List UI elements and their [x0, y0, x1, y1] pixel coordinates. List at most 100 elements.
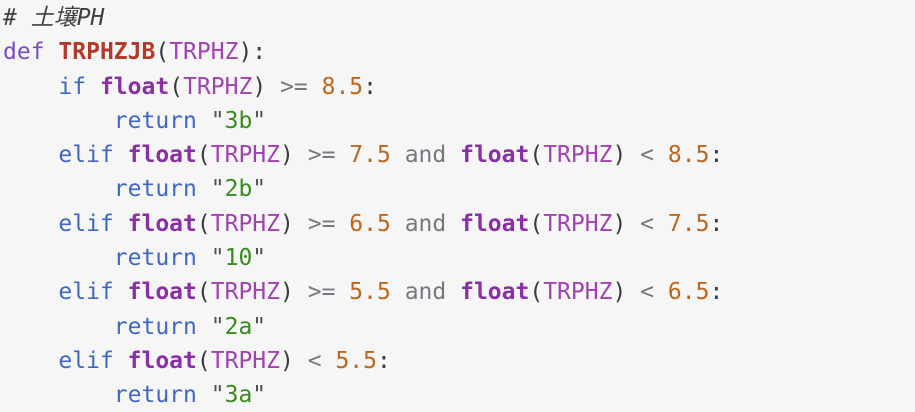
- code-token-plain: [294, 279, 308, 305]
- code-token-builtin: float: [460, 279, 530, 306]
- code-token-plain: [446, 142, 460, 168]
- code-token-punctuation: :: [363, 73, 377, 100]
- code-token-punctuation: :: [376, 347, 391, 374]
- code-token-string_quote: ": [252, 245, 267, 272]
- code-token-plain: [626, 142, 640, 168]
- code-line: elif float(TRPHZ) >= 5.5 and float(TRPHZ…: [3, 275, 915, 309]
- code-token-variable: TRPHZ: [210, 347, 280, 374]
- code-token-string_quote: ": [210, 382, 225, 409]
- code-line: elif float(TRPHZ) >= 6.5 and float(TRPHZ…: [3, 207, 915, 241]
- code-token-builtin: float: [99, 73, 170, 100]
- code-token-punctuation: ): [252, 73, 267, 100]
- code-line: elif float(TRPHZ) < 5.5:: [3, 344, 915, 378]
- code-token-punctuation: (: [196, 142, 211, 169]
- code-token-plain: [197, 382, 211, 408]
- code-token-plain: [3, 176, 114, 202]
- code-token-plain: [197, 176, 211, 202]
- code-token-punctuation: (: [155, 39, 170, 66]
- code-token-builtin: float: [127, 142, 197, 169]
- code-token-punctuation: ):: [238, 39, 267, 66]
- code-token-plain: [446, 211, 460, 237]
- code-token-plain: [335, 211, 349, 237]
- code-token-plain: [322, 348, 336, 374]
- code-token-operator: <: [307, 347, 322, 374]
- code-token-keyword: if: [58, 73, 87, 100]
- code-token-punctuation: ): [612, 279, 627, 306]
- code-token-variable: TRPHZ: [543, 210, 613, 237]
- code-token-string: 10: [224, 245, 253, 272]
- code-token-plain: [3, 382, 114, 408]
- code-token-punctuation: ): [280, 142, 294, 169]
- code-token-punctuation: :: [709, 142, 724, 169]
- code-token-keyword: return: [113, 176, 197, 203]
- code-token-plain: [114, 279, 128, 305]
- code-token-plain: [654, 211, 668, 237]
- code-token-punctuation: ): [612, 210, 627, 237]
- code-token-plain: [45, 39, 59, 65]
- code-token-punctuation: (: [529, 279, 544, 306]
- code-token-variable: TRPHZ: [210, 142, 280, 169]
- code-token-plain: [626, 211, 640, 237]
- code-token-builtin: float: [460, 210, 530, 237]
- code-token-keyword: elif: [58, 142, 114, 169]
- code-token-number: 5.5: [349, 279, 391, 306]
- code-token-punctuation: ): [280, 279, 294, 306]
- code-token-string: 3b: [224, 107, 253, 134]
- code-line: return "3a": [3, 378, 915, 412]
- code-line: elif float(TRPHZ) >= 7.5 and float(TRPHZ…: [3, 138, 915, 172]
- code-token-punctuation: (: [529, 142, 544, 169]
- code-token-keyword: return: [113, 313, 197, 340]
- code-token-builtin: float: [127, 279, 197, 306]
- code-token-comment: # 土壤PH: [3, 5, 105, 31]
- code-token-number: 8.5: [667, 142, 710, 169]
- code-token-variable: TRPHZ: [543, 279, 613, 306]
- code-token-keyword: elif: [58, 210, 114, 237]
- code-token-variable: TRPHZ: [210, 279, 280, 306]
- code-token-plain: [446, 279, 460, 305]
- code-token-plain: [197, 314, 211, 340]
- code-token-string_quote: ": [210, 245, 225, 272]
- code-token-plain: [626, 279, 640, 305]
- code-token-number: 5.5: [335, 347, 377, 374]
- code-token-operator: <: [640, 142, 655, 169]
- code-token-plain: [3, 348, 58, 374]
- code-token-operator: <: [640, 210, 655, 237]
- code-token-string: 2b: [224, 176, 253, 203]
- code-token-plain: [3, 314, 114, 340]
- code-token-plain: [294, 142, 308, 168]
- code-token-punctuation: (: [196, 279, 211, 306]
- code-token-plain: [391, 142, 405, 168]
- code-token-string_quote: ": [252, 313, 267, 340]
- code-token-plain: [294, 211, 308, 237]
- code-token-plain: [654, 279, 668, 305]
- code-token-operator: >=: [307, 142, 336, 169]
- code-token-plain: [308, 74, 322, 100]
- code-line: return "3b": [3, 104, 915, 138]
- code-token-builtin: float: [460, 142, 530, 169]
- code-token-punctuation: (: [196, 347, 211, 374]
- code-token-operator: <: [640, 279, 655, 306]
- code-token-keyword_def: def: [3, 39, 45, 66]
- code-token-punctuation: :: [709, 279, 724, 306]
- code-token-string_quote: ": [252, 382, 267, 409]
- code-token-variable: TRPHZ: [210, 210, 280, 237]
- code-token-plain: [335, 142, 349, 168]
- code-token-keyword: elif: [58, 279, 114, 306]
- code-line: def TRPHZJB(TRPHZ):: [3, 35, 915, 69]
- code-token-plain: [266, 74, 280, 100]
- code-token-punctuation: ): [280, 210, 294, 237]
- code-token-punctuation: ): [612, 142, 627, 169]
- code-token-operator: >=: [280, 73, 308, 100]
- code-token-number: 8.5: [321, 73, 364, 100]
- code-token-operator: >=: [307, 210, 336, 237]
- code-token-plain: [391, 279, 405, 305]
- code-token-plain: [114, 348, 128, 374]
- code-token-string_quote: ": [210, 313, 225, 340]
- code-line: return "2a": [3, 310, 915, 344]
- code-token-builtin: float: [127, 347, 197, 374]
- code-token-function: TRPHZJB: [58, 39, 156, 66]
- code-token-plain: [3, 279, 58, 305]
- code-token-builtin: float: [127, 210, 197, 237]
- code-token-variable: TRPHZ: [169, 39, 239, 66]
- code-token-number: 6.5: [667, 279, 710, 306]
